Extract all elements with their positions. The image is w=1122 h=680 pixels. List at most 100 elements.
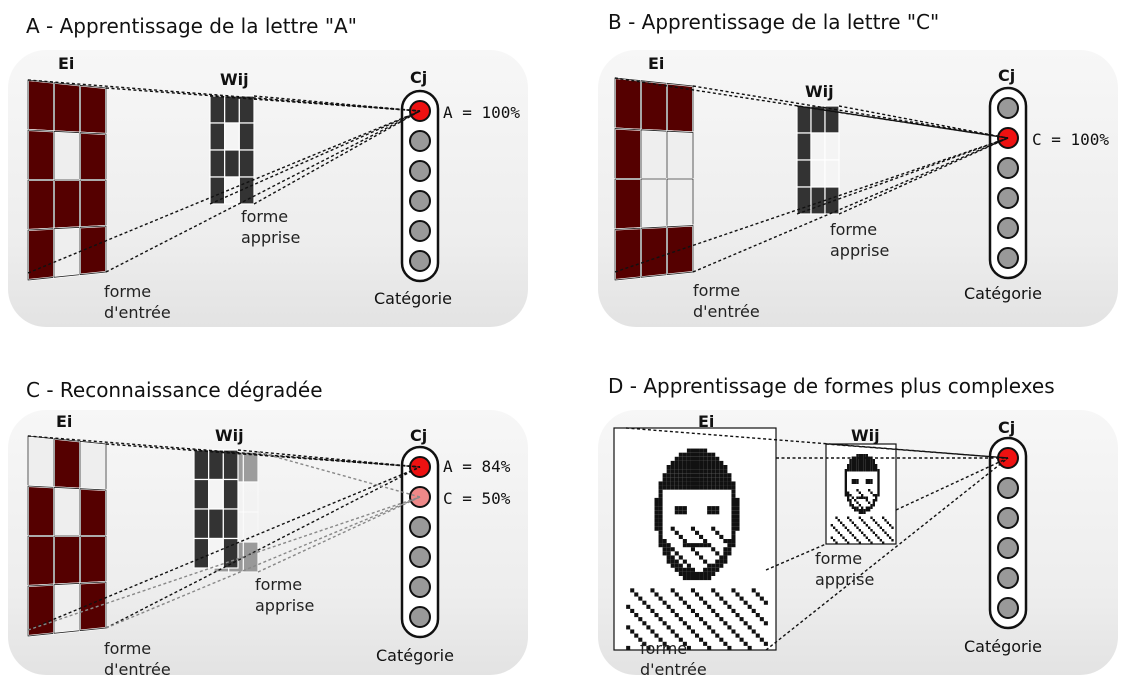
panel-d-weight-pixel — [854, 524, 857, 527]
panel-a-wij-label: Wij — [220, 70, 249, 89]
panel-d-input-pixel — [670, 469, 675, 474]
panel-a-weight-cell — [238, 95, 255, 124]
panel-d-input-pixel — [715, 633, 720, 638]
panel-d-input-pixel — [630, 608, 635, 613]
panel-d-input-pixel — [695, 473, 700, 478]
panel-a-weight-cell — [238, 122, 255, 151]
panel-d-input-pixel — [654, 518, 659, 523]
panel-d-input-pixel — [719, 596, 724, 601]
panel-d-weight-pixel — [875, 469, 878, 472]
panel-d-input-pixel — [731, 518, 736, 523]
panel-d-weight-pixel — [865, 536, 868, 539]
panel-d-weight-pixel — [865, 454, 868, 457]
panel-d-input-pixel — [735, 526, 740, 531]
panel-b-weight-cell — [810, 132, 826, 161]
panel-d-weight-pixel — [856, 501, 859, 504]
panel-b-weight-cell — [824, 159, 840, 188]
panel-a-ei-label: Ei — [58, 54, 75, 73]
panel-b-input-cell — [640, 79, 668, 133]
panel-d-link — [625, 427, 1009, 459]
panel-d-weight-pixel — [870, 464, 873, 467]
panel-d-input-pixel — [690, 547, 695, 552]
panel-d-weight-pixel — [844, 491, 847, 494]
panel-d-input-pixel — [759, 596, 764, 601]
panel-d-input-pixel — [715, 530, 720, 535]
panel-d-input-pixel — [735, 518, 740, 523]
panel-d-input-pixel — [670, 473, 675, 478]
panel-d-input-pixel — [686, 645, 691, 650]
panel-d-input-pixel — [658, 502, 663, 507]
panel-d-weight-pixel — [856, 459, 859, 462]
panel-d-input-pixel — [690, 473, 695, 478]
panel-c-category-node — [409, 516, 431, 538]
panel-c-input-cell — [27, 535, 55, 588]
panel-d-weight-pixel — [858, 491, 861, 494]
panel-d-weight-pixel — [875, 499, 878, 502]
panel-d-input-pixel — [678, 637, 683, 642]
panel-d-input-pixel — [707, 645, 712, 650]
panel-d-weight-pixel — [856, 466, 859, 469]
panel-d-weight-pixel — [858, 454, 861, 457]
panel-d-input-pixel — [662, 621, 667, 626]
panel-a-category-node — [409, 250, 431, 272]
panel-d-input-pixel — [690, 543, 695, 548]
panel-d-weight-pixel — [870, 459, 873, 462]
panel-b-category-node — [997, 217, 1019, 239]
panel-d-input-pixel — [682, 452, 687, 457]
panel-d-input-pixel — [731, 485, 736, 490]
panel-d-wij-label: Wij — [851, 426, 880, 445]
panel-d-input-pixel — [723, 559, 728, 564]
panel-d-input-pixel — [703, 567, 708, 572]
panel-d-input-pixel — [670, 547, 675, 552]
panel-d-input-pixel — [715, 506, 720, 511]
panel-d-input-pixel — [723, 469, 728, 474]
panel-d-weight-pixel — [891, 526, 894, 529]
panel-b-link — [838, 105, 1009, 139]
panel-d-input-pixel — [703, 539, 708, 544]
panel-d-input-pixel — [719, 617, 724, 622]
panel-d-weight-pixel — [849, 461, 852, 464]
panel-d-weight-pixel — [861, 469, 864, 472]
panel-d-input-pixel — [719, 563, 724, 568]
panel-b-weight-cell — [796, 105, 812, 134]
panel-d-input-pixel — [747, 604, 752, 609]
panel-d-input-pixel — [747, 645, 752, 650]
panel-d-input-pixel — [719, 485, 724, 490]
panel-d-input-pixel — [695, 530, 700, 535]
panel-d-input-pixel — [735, 633, 740, 638]
panel-d-input-pixel — [731, 522, 736, 527]
panel-d-input-pixel — [654, 502, 659, 507]
panel-d-input-pixel — [690, 485, 695, 490]
panel-d-weight-pixel — [868, 526, 871, 529]
panel-d-input-pixel — [703, 571, 708, 576]
panel-d-input-pixel — [670, 477, 675, 482]
panel-d-input-pixel — [727, 625, 732, 630]
panel-d-input-pixel — [695, 452, 700, 457]
panel-d-input-pixel — [699, 637, 704, 642]
panel-d-input-pixel — [670, 465, 675, 470]
panel-d-input-pixel — [707, 465, 712, 470]
panel-d-input-pixel — [666, 477, 671, 482]
panel-d-weight-pixel — [849, 459, 852, 462]
panel-d-input-pixel — [723, 539, 728, 544]
panel-d-weight-pixel — [858, 496, 861, 499]
panel-d-input-pixel — [658, 485, 663, 490]
panel-d-weight-pixel — [868, 456, 871, 459]
panel-d-input-pixel — [690, 465, 695, 470]
panel-d-weight-pixel — [847, 466, 850, 469]
panel-d-weight-pixel — [861, 461, 864, 464]
panel-d-input-pixel — [695, 571, 700, 576]
panel-d-input-pixel — [719, 460, 724, 465]
panel-c-output-a: A = 84% — [443, 457, 511, 476]
panel-d-weight-pixel — [877, 491, 880, 494]
panel-d-weight-pixel — [858, 461, 861, 464]
panel-d-input-pixel — [662, 600, 667, 605]
panel-d-input-pixel — [715, 481, 720, 486]
panel-d-weight-pixel — [856, 539, 859, 542]
panel-d-input-pixel — [638, 617, 643, 622]
panel-b-input-cell — [614, 127, 642, 180]
panel-d-input-pixel — [695, 469, 700, 474]
panel-d-input-pixel — [739, 637, 744, 642]
panel-b-weight-cell — [810, 186, 826, 215]
panel-b-category-node — [997, 187, 1019, 209]
